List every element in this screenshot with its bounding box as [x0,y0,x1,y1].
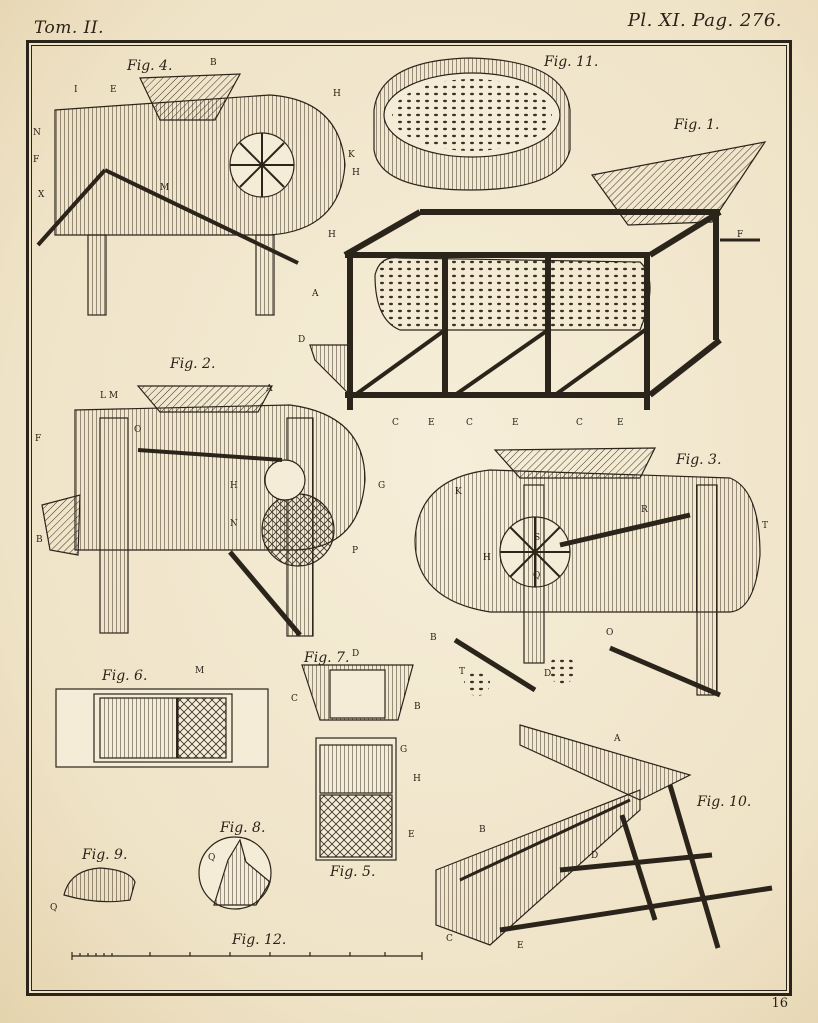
fig2-letter-F: F [35,434,41,444]
fig-2-drawing [41,385,366,637]
fig1-letter-F: F [737,230,743,240]
fig2-letter-A: A [265,384,273,394]
fig-9-drawing [63,867,136,903]
fig4-letter-M: M [160,183,169,193]
fig2-letter-O: O [134,425,141,435]
fig2-letter-H: H [230,481,238,491]
fig-2-caption: Fig. 2. [169,356,215,372]
fig5-letter-E: E [408,830,415,840]
fig-8-caption: Fig. 8. [219,820,265,836]
fig2-letter-G: G [378,481,385,491]
fig2-letter-B: B [36,535,43,545]
fig7-letter-D: D [352,649,359,659]
fig-10-caption: Fig. 10. [696,794,751,810]
fig-9-caption: Fig. 9. [81,847,127,863]
fig3-letter-T-right: T [762,521,768,531]
fig10-letter-A: A [613,734,621,744]
fig-8-drawing [198,836,272,910]
fig3-letter-T-left: T [459,667,465,677]
fig-6-drawing [55,688,269,768]
fig1-letter-E2: E [512,418,519,428]
fig-4-drawing [36,73,346,316]
fig10-letter-D: D [591,851,598,861]
fig1-letter-C1: C [392,418,399,428]
fig4-letter-X: X [38,190,45,200]
fig-10-drawing [435,724,773,949]
fig4-letter-H-top: H [333,89,341,99]
plate-label: Pl. XI. Pag. 276. [627,10,782,31]
fig-11-drawing [373,57,571,191]
fig1-letter-A: A [311,289,319,299]
fig-3-caption: Fig. 3. [675,452,721,468]
fig-12-caption: Fig. 12. [231,932,286,948]
fig1-letter-D: D [298,335,305,345]
plate-frame [26,40,792,996]
fig-1-drawing [309,141,767,410]
fig7-letter-C: C [291,694,298,704]
fig4-letter-E: E [110,85,117,95]
fig5-letter-G: G [400,745,407,755]
fig-5-caption: Fig. 5. [329,864,375,880]
fig3-letter-K: K [455,487,462,497]
fig-1-caption: Fig. 1. [673,117,719,133]
fig3-letter-H: H [483,553,491,563]
fig3-letter-B: B [430,633,437,643]
fig4-letter-K: K [348,150,355,160]
fig7-letter-B: B [414,702,421,712]
tome-label: Tom. II. [34,18,105,38]
fig-7-drawing [301,664,414,721]
fig3-letter-D: D [544,669,551,679]
fig6-letter-M: M [195,666,204,676]
fig2-letter-P: P [352,546,358,556]
fig3-letter-S: S [534,533,540,543]
fig10-letter-C: C [446,934,453,944]
fig-12-scale-bar [71,952,423,960]
fig8-letter-Q: Q [208,853,215,863]
fig2-letter-N: N [230,519,238,529]
fig4-letter-H-mid: H [352,168,360,178]
fig1-letter-C2: C [466,418,473,428]
fig4-letter-I: I [74,85,78,95]
fig3-letter-O: O [606,628,613,638]
fig-7-caption: Fig. 7. [303,650,349,666]
page-folio: 16 [771,996,788,1011]
fig-6-caption: Fig. 6. [101,668,147,684]
fig4-letter-B: B [210,58,217,68]
fig4-letter-F: F [33,155,39,165]
fig1-letter-C3: C [576,418,583,428]
fig5-letter-H: H [413,774,421,784]
fig-4-caption: Fig. 4. [126,58,172,74]
fig1-letter-E3: E [617,418,624,428]
fig3-letter-Q: Q [533,571,540,581]
fig9-letter-Q: Q [50,903,57,913]
fig-3-drawing [414,447,761,698]
fig10-letter-E: E [517,941,524,951]
fig4-letter-H-low: H [328,230,336,240]
fig3-letter-R: R [641,505,648,515]
fig-11-caption: Fig. 11. [543,54,598,70]
fig10-letter-B: B [479,825,486,835]
fig-5-drawing [315,737,397,861]
fig1-letter-E1: E [428,418,435,428]
fig2-letter-LM: L M [100,391,118,401]
fig4-letter-N: N [33,128,41,138]
